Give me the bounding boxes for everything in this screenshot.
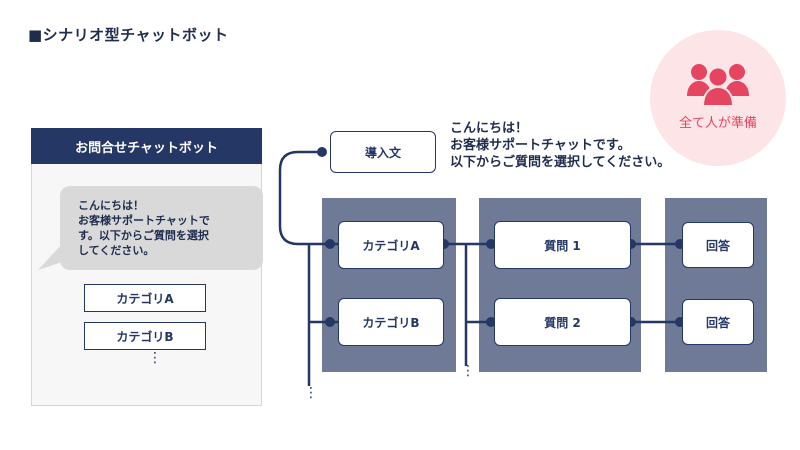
question-2-node: 質問 2 — [494, 298, 631, 346]
question-1-node: 質問 1 — [494, 221, 631, 269]
question-more-dots: ⋮ — [461, 363, 475, 379]
people-group-icon — [687, 64, 749, 106]
category-a-node: カテゴリA — [338, 221, 444, 269]
page-title: ■シナリオ型チャットボット — [28, 26, 229, 44]
badge-label: 全て人が準備 — [678, 116, 757, 131]
chat-bubble: こんにちは！ お客様サポートチャットで す。以下からご質問を選択 してください。 — [60, 186, 263, 270]
answer-2-node: 回答 — [682, 299, 754, 345]
chat-message: こんにちは！ お客様サポートチャットで す。以下からご質問を選択 してください。 — [78, 199, 210, 257]
chat-option-category-a[interactable]: カテゴリA — [84, 284, 206, 312]
chat-header: お問合せチャットボット — [31, 128, 262, 164]
bubble-tail-icon — [38, 244, 62, 270]
intro-node: 導入文 — [330, 131, 436, 173]
category-more-dots: ⋮ — [304, 385, 318, 401]
category-b-node: カテゴリB — [338, 298, 444, 346]
answer-1-node: 回答 — [682, 222, 754, 268]
chat-option-category-b[interactable]: カテゴリB — [84, 322, 206, 350]
intro-text: こんにちは！ お客様サポートチャットです。 以下からご質問を選択してください。 — [450, 121, 671, 170]
